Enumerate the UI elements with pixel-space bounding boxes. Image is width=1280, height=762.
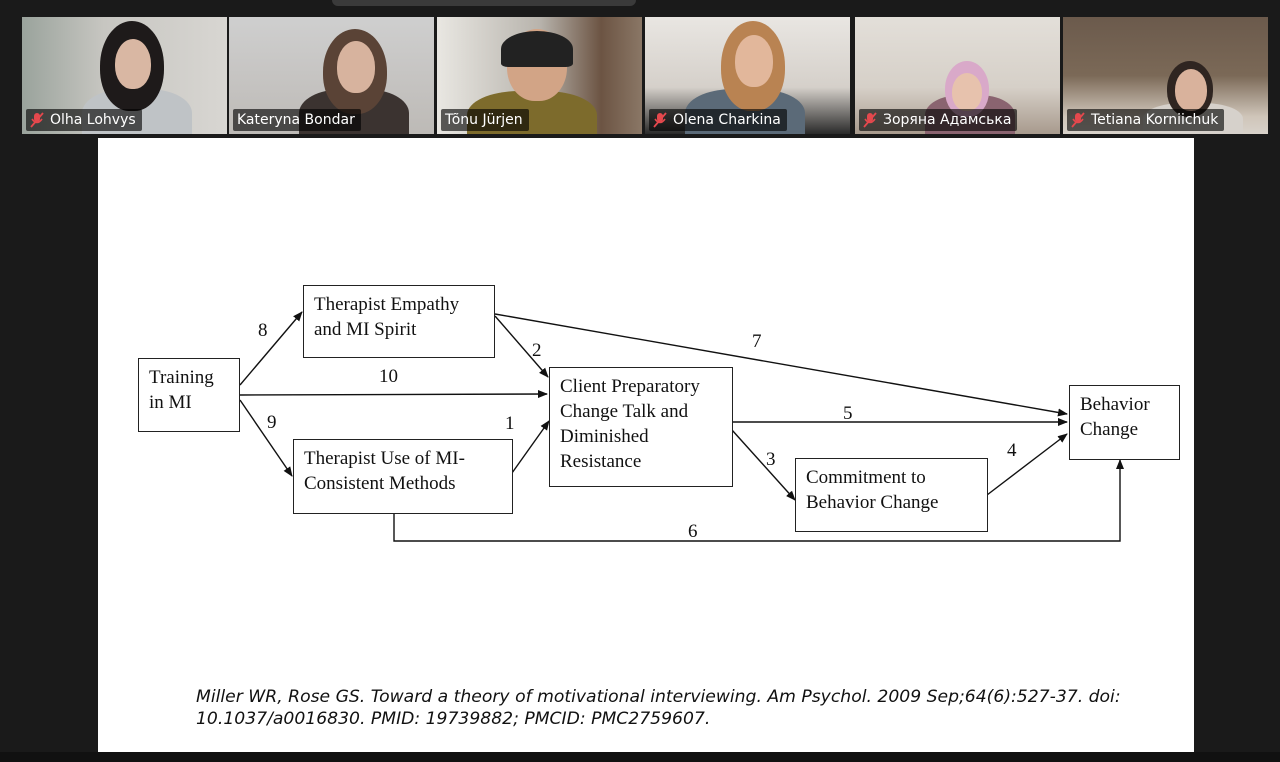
participant-name: Зоряна Адамська xyxy=(883,112,1012,128)
node-line: Client Preparatory xyxy=(560,376,700,397)
bottom-edge xyxy=(0,752,1280,762)
node-therapist-methods: Therapist Use of MI- Consistent Methods xyxy=(293,439,513,514)
participant-tile[interactable]: Tetiana Korniichuk xyxy=(1063,17,1268,134)
arrow-6 xyxy=(393,459,1124,542)
arrow-8 xyxy=(239,311,303,386)
arrow-7 xyxy=(494,313,1068,417)
edge-label-6: 6 xyxy=(688,521,698,542)
diagram-arrows xyxy=(239,311,1124,542)
muted-mic-icon xyxy=(30,112,44,128)
node-therapist-empathy: Therapist Empathy and MI Spirit xyxy=(303,285,495,358)
arrow-4 xyxy=(986,433,1068,496)
arrow-9 xyxy=(239,399,293,477)
arrow-3 xyxy=(731,429,796,501)
participant-strip: Olha Lohvys Kateryna Bondar Tõnu Jürjen … xyxy=(22,17,1272,135)
participant-tile[interactable]: Tõnu Jürjen xyxy=(437,17,642,134)
edge-label-1: 1 xyxy=(505,413,515,434)
node-line: Change Talk and xyxy=(560,401,689,422)
node-line: Resistance xyxy=(560,451,642,472)
node-line: and MI Spirit xyxy=(314,319,417,340)
top-toolbar-handle[interactable] xyxy=(332,0,636,6)
participant-name-tag: Kateryna Bondar xyxy=(233,109,361,131)
citation-text: Miller WR, Rose GS. Toward a theory of m… xyxy=(196,687,1121,729)
participant-tile-active-speaker[interactable]: Kateryna Bondar xyxy=(229,17,434,134)
participant-name: Kateryna Bondar xyxy=(237,112,355,128)
node-training-in-mi: Training in MI xyxy=(138,358,240,432)
participant-name: Olena Charkina xyxy=(673,112,781,128)
muted-mic-icon xyxy=(653,112,667,128)
edge-label-2: 2 xyxy=(532,340,542,361)
node-client-preparatory: Client Preparatory Change Talk and Dimin… xyxy=(549,367,733,487)
node-line: Behavior Change xyxy=(806,492,939,513)
participant-name-tag: Olena Charkina xyxy=(649,109,787,131)
participant-name-tag: Tõnu Jürjen xyxy=(441,109,529,131)
edge-label-4: 4 xyxy=(1007,440,1017,461)
node-behavior-change: Behavior Change xyxy=(1069,385,1180,460)
edge-label-3: 3 xyxy=(766,449,776,470)
participant-name-tag: Olha Lohvys xyxy=(26,109,142,131)
node-line: Therapist Empathy xyxy=(314,294,460,315)
participant-name: Tetiana Korniichuk xyxy=(1091,112,1219,128)
participant-name-tag: Tetiana Korniichuk xyxy=(1067,109,1225,131)
node-line: Consistent Methods xyxy=(304,473,456,494)
node-line: Commitment to xyxy=(806,467,926,488)
edge-label-7: 7 xyxy=(752,331,762,352)
participant-name-tag: Зоряна Адамська xyxy=(859,109,1018,131)
edge-label-5: 5 xyxy=(843,403,853,424)
shared-screen-slide: Training in MI Therapist Empathy and MI … xyxy=(98,138,1194,752)
edge-label-8: 8 xyxy=(258,320,268,341)
node-line: in MI xyxy=(149,392,192,413)
muted-mic-icon xyxy=(1071,112,1085,128)
node-commitment: Commitment to Behavior Change xyxy=(795,458,988,532)
node-line: Change xyxy=(1080,419,1139,440)
arrow-2 xyxy=(494,315,549,378)
participant-tile[interactable]: Olena Charkina xyxy=(645,17,850,134)
arrow-10 xyxy=(239,390,548,399)
participant-name: Tõnu Jürjen xyxy=(445,112,523,128)
node-line: Therapist Use of MI- xyxy=(304,448,465,469)
edge-label-10: 10 xyxy=(379,366,398,387)
arrow-1 xyxy=(511,420,550,474)
node-line: Diminished xyxy=(560,426,649,447)
edge-label-9: 9 xyxy=(267,412,277,433)
participant-tile[interactable]: Зоряна Адамська xyxy=(855,17,1060,134)
participant-name: Olha Lohvys xyxy=(50,112,136,128)
node-line: Behavior xyxy=(1080,394,1150,415)
node-line: Training xyxy=(149,367,214,388)
muted-mic-icon xyxy=(863,112,877,128)
participant-tile[interactable]: Olha Lohvys xyxy=(22,17,227,134)
